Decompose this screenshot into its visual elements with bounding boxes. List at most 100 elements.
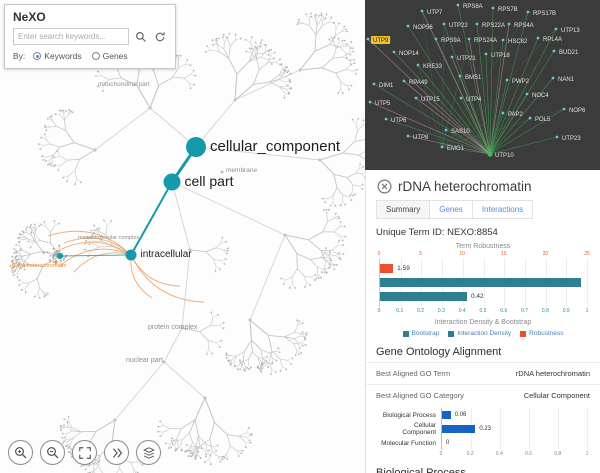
network-node-rpa49[interactable]: RPA49 [409,80,428,86]
network-node-rpl4a[interactable]: RPL4A [543,37,562,43]
network-node-rps4a[interactable]: RPS4A [514,23,534,29]
reset-search-icon[interactable] [152,29,167,44]
radio-icon[interactable] [33,52,42,60]
zoom-in-icon [14,446,26,458]
network-nodes[interactable]: UTP7 RPS8A RPS7B RPS17B UTP9 NOP56 UTP22 RPS22A… [366,3,586,159]
network-node-utp23[interactable]: UTP23 [562,136,581,142]
network-node-nop6[interactable]: NOP6 [569,108,586,114]
category-label: Molecular Function [381,439,436,447]
axis-tick: 5 [419,251,422,257]
network-node-utp6[interactable]: UTP6 [391,118,407,124]
radio-icon[interactable] [91,52,100,60]
network-node-utp22[interactable]: UTP22 [449,23,468,29]
network-node-pol5[interactable]: POL5 [535,117,551,123]
network-node-rps9a[interactable]: RPS9A [441,38,461,44]
network-node-utp13[interactable]: UTP13 [561,28,580,34]
search-mode-genes[interactable]: Genes [91,51,128,61]
tab-summary[interactable]: Summary [377,201,431,218]
network-node-rps24a[interactable]: RPS24A [474,38,497,44]
network-node-noc4[interactable]: NOC4 [532,93,549,99]
network-node-kre33[interactable]: KRE33 [423,64,443,70]
tab-interactions[interactable]: Interactions [472,201,533,218]
term-node-cellular-component[interactable] [186,137,206,157]
network-node-utp9[interactable]: UTP9 [373,38,389,44]
axis-tick: 1 [585,308,589,314]
network-node-rps7b[interactable]: RPS7B [498,7,518,13]
search-mode-keywords[interactable]: Keywords [33,51,82,61]
network-node-pwp2[interactable]: PWP2 [512,79,530,85]
network-node-utp4[interactable]: UTP4 [466,97,482,103]
fit-to-screen-icon [78,446,91,459]
network-node-hsc82[interactable]: HSC82 [508,39,528,45]
legend-item-bootstrap: Bootstrap [402,330,439,337]
term-title: rDNA heterochromatin [398,178,532,194]
network-node-sas10[interactable]: SAS10 [451,129,470,135]
tree-toolbar [8,440,161,465]
axis-tick: 0.8 [541,308,549,314]
close-icon[interactable] [376,178,392,194]
legend-swatch [402,330,409,337]
term-label-cell-part[interactable]: cell part [184,173,234,190]
tab-genes[interactable]: Genes [430,201,473,218]
network-node-bms1[interactable]: BMS1 [465,75,482,81]
bar [380,278,581,287]
network-node-dim1[interactable]: DIM1 [379,83,394,89]
go-row-value: rDNA heterochromatin [515,369,590,378]
network-node-emg1[interactable]: EMG1 [447,146,465,152]
search-input[interactable] [13,28,129,45]
zoom-in-button[interactable] [8,440,33,465]
gridline [471,408,472,422]
search-icon[interactable] [133,29,148,44]
term-label-cellular-component[interactable]: cellular_component [210,137,341,155]
network-node-nop56[interactable]: NOP56 [413,25,433,31]
layers-button[interactable] [136,440,161,465]
network-node-utp5[interactable]: UTP5 [375,101,391,107]
network-node-rps17b[interactable]: RPS17B [533,11,556,17]
network-node-utp8[interactable]: UTP8 [413,135,429,141]
main-nodes[interactable] [57,137,206,261]
term-node-intracellular[interactable] [125,249,137,261]
axis-tick: 0.8 [554,451,562,457]
gridline [471,436,472,450]
network-node-utp10[interactable]: UTP10 [495,153,514,159]
interaction-network-pane[interactable]: UTP7 RPS8A RPS7B RPS17B UTP9 NOP56 UTP22 RPS22A… [365,0,600,170]
axis-tick: 0.3 [437,308,445,314]
network-node-nan1[interactable]: NAN1 [558,77,575,83]
bar-row-interaction-density: 0.42 [380,292,587,301]
network-node-utp7[interactable]: UTP7 [427,10,443,16]
axis-tick: 0.2 [466,451,474,457]
network-node-bud21[interactable]: BUD21 [559,50,579,56]
axis-tick: 0.4 [495,451,503,457]
term-node-cell-part[interactable] [163,173,181,191]
network-node-rps8a[interactable]: RPS8A [463,4,483,10]
network-node-utp15[interactable]: UTP15 [421,97,440,103]
axis-tick: 0 [377,308,381,314]
fit-to-screen-button[interactable] [72,440,97,465]
search-mode-label: Genes [102,51,128,61]
category-bar-area: 0.23 [441,422,588,436]
gridline [500,408,501,422]
ontology-tree-canvas[interactable] [0,0,365,473]
axis-tick: 0.2 [417,308,425,314]
interaction-network-canvas[interactable]: UTP7 RPS8A RPS7B RPS17B UTP9 NOP56 UTP22 RPS22A… [365,0,600,170]
network-node-rps22a[interactable]: RPS22A [482,23,505,29]
search-by-label: By: [13,51,26,61]
axis-tick: 20 [542,251,549,257]
network-node-utp18[interactable]: UTP18 [491,53,510,59]
expand-tree-button[interactable] [104,440,129,465]
network-node-nop14[interactable]: NOP14 [399,51,419,57]
network-node-pap2[interactable]: PAP2 [508,112,524,118]
unique-term-id: Unique Term ID: NEXO:8854 [376,227,498,238]
search-row [13,28,167,45]
term-label-intracellular[interactable]: intracellular [140,248,192,260]
network-node-utp21[interactable]: UTP21 [457,56,476,62]
network-edges [367,4,565,155]
zoom-out-button[interactable] [40,440,65,465]
search-mode-label: Keywords [44,51,82,61]
